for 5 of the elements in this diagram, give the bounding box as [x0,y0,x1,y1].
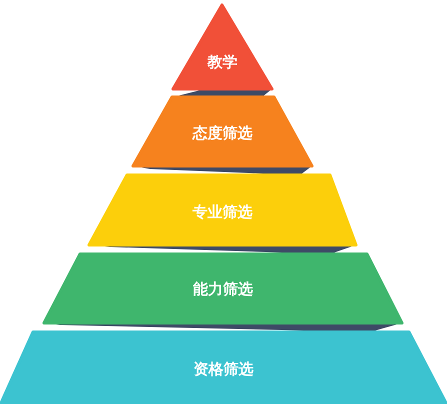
tier-label: 态度筛选 [192,124,252,142]
tier-label: 专业筛选 [192,203,252,221]
tier-label: 教学 [208,53,238,71]
tier-label: 资格筛选 [194,360,254,378]
tier-label: 能力筛选 [193,280,253,298]
